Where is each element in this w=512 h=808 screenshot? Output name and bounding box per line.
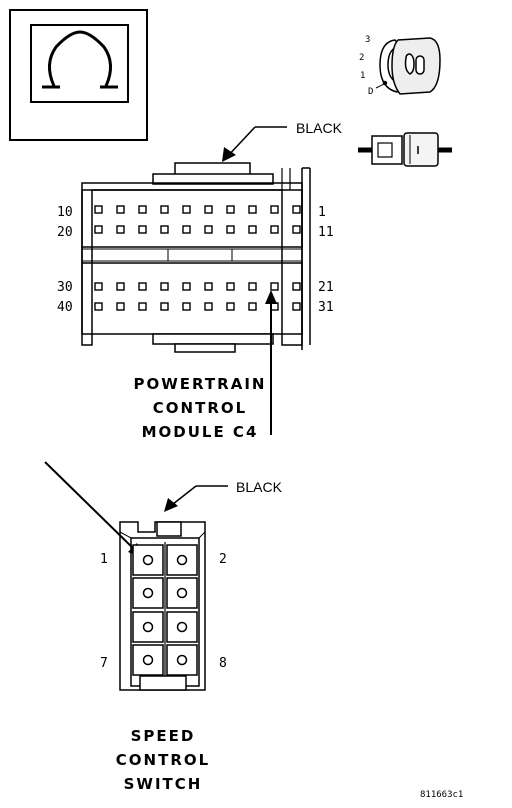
pcm-cavity: [248, 282, 257, 291]
speed-switch-connector: BLACK 1 2 7 8 SPEED CONTROL SWITCH: [44, 461, 283, 793]
pcm-cavity: [270, 302, 279, 311]
switch-color-label: BLACK: [236, 479, 283, 495]
pcm-cavity: [182, 205, 191, 214]
switch-terminal: [176, 654, 188, 666]
switch-pin-label-1: 1: [100, 552, 108, 567]
pcm-cavity: [182, 282, 191, 291]
switch-pin-label-7: 7: [100, 656, 108, 671]
pcm-cavity: [182, 302, 191, 311]
switch-title-line2: CONTROL: [116, 751, 210, 769]
pcm-cavity: [204, 302, 213, 311]
terminal-side-icon: [358, 132, 452, 167]
pcm-cavity: [226, 282, 235, 291]
switch-terminal: [142, 587, 154, 599]
switch-title-line1: SPEED: [131, 727, 196, 745]
lock-label-d: D: [368, 87, 373, 97]
pcm-cavity: [160, 205, 169, 214]
pcm-cavity: [226, 225, 235, 234]
pcm-cavity: [204, 282, 213, 291]
pcm-cavity: [292, 282, 301, 291]
legend-box: [9, 9, 148, 141]
pcm-pin-label-10: 10: [57, 205, 73, 220]
pcm-cavity: [270, 225, 279, 234]
pcm-cavity: [94, 282, 103, 291]
omega-ohm-icon: [42, 30, 118, 89]
switch-terminal: [176, 587, 188, 599]
pcm-cavity: [138, 225, 147, 234]
pcm-cavity-grid: [94, 205, 301, 311]
pcm-cavity: [270, 205, 279, 214]
switch-terminal: [142, 654, 154, 666]
pcm-cavity: [138, 282, 147, 291]
pcm-cavity: [160, 225, 169, 234]
switch-terminal: [142, 621, 154, 633]
pcm-cavity: [116, 205, 125, 214]
pcm-cavity: [138, 205, 147, 214]
lock-label-1: 1: [360, 71, 365, 81]
pcm-cavity: [204, 225, 213, 234]
pcm-pin-label-20: 20: [57, 225, 73, 240]
switch-cavity-grid: [132, 544, 198, 676]
pcm-pin-label-21: 21: [318, 280, 334, 295]
pcm-cavity: [94, 225, 103, 234]
pcm-connector: BLACK 10 1 20 11 30 21 40 31: [57, 120, 343, 441]
pcm-title-line2: CONTROL: [153, 399, 247, 417]
pcm-cavity: [116, 302, 125, 311]
switch-terminal: [176, 554, 188, 566]
figure-id: 811663c1: [420, 790, 463, 800]
switch-pin-label-2: 2: [219, 552, 227, 567]
pcm-cavity: [226, 302, 235, 311]
pcm-cavity: [248, 302, 257, 311]
pcm-cavity: [248, 225, 257, 234]
pcm-cavity: [270, 282, 279, 291]
switch-terminal: [142, 554, 154, 566]
pcm-cavity: [138, 302, 147, 311]
switch-pin-label-8: 8: [219, 656, 227, 671]
pcm-cavity: [292, 302, 301, 311]
pcm-cavity: [160, 282, 169, 291]
lock-label-3: 3: [365, 35, 370, 45]
pcm-title-line1: POWERTRAIN: [134, 375, 267, 393]
switch-title-line3: SWITCH: [124, 775, 203, 793]
pcm-cavity: [160, 302, 169, 311]
pcm-cavity: [248, 205, 257, 214]
pcm-cavity: [94, 205, 103, 214]
pcm-color-label: BLACK: [296, 120, 343, 136]
pcm-pin-label-30: 30: [57, 280, 73, 295]
switch-terminal: [176, 621, 188, 633]
pcm-pin-label-31: 31: [318, 300, 334, 315]
lock-label-2: 2: [359, 53, 364, 63]
pcm-cavity: [182, 225, 191, 234]
pcm-cavity: [116, 282, 125, 291]
switch-cavity: [132, 611, 164, 643]
pcm-cavity: [292, 225, 301, 234]
pcm-pin-label-11: 11: [318, 225, 334, 240]
terminal-lock-icon: 3 2 1 D: [359, 35, 441, 97]
pcm-title-line3: MODULE C4: [142, 423, 259, 441]
pcm-cavity: [292, 205, 301, 214]
pcm-cavity: [94, 302, 103, 311]
pcm-cavity: [226, 205, 235, 214]
pcm-cavity: [116, 225, 125, 234]
pcm-cavity: [204, 205, 213, 214]
pcm-pin-label-40: 40: [57, 300, 73, 315]
pcm-pin-label-1: 1: [318, 205, 326, 220]
